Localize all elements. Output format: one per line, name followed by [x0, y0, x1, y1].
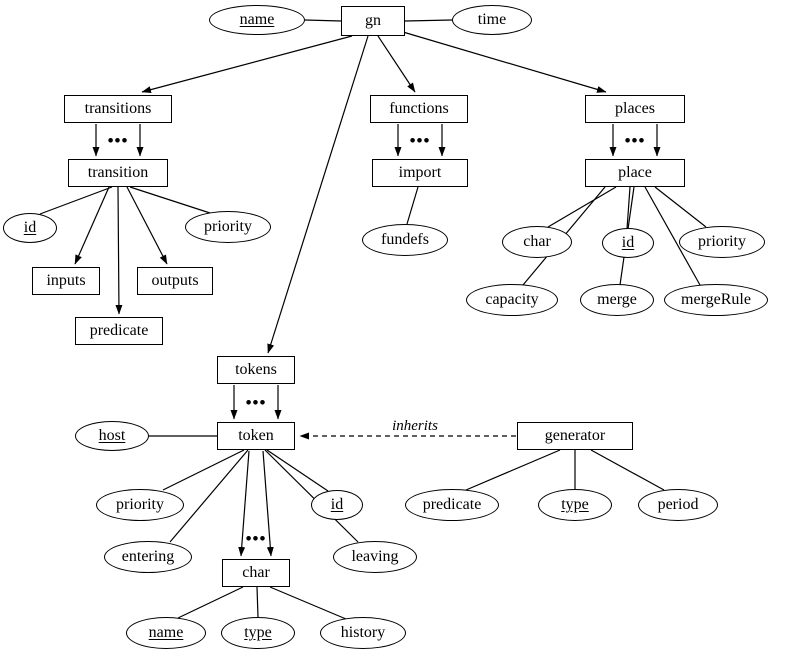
attribute-char-type: type — [221, 617, 295, 649]
ellipsis-dots: ••• — [624, 131, 646, 150]
entity-gn: gn — [341, 6, 405, 36]
attribute-token-id: id — [311, 490, 363, 520]
attribute-mergeRule: mergeRule — [664, 284, 768, 316]
entity-functions: functions — [370, 95, 468, 123]
attribute-token-priority: priority — [96, 489, 184, 521]
attribute-generator-type: type — [538, 489, 612, 521]
attribute-leaving: leaving — [333, 541, 417, 573]
entity-place: place — [585, 159, 685, 187]
entity-import: import — [372, 159, 468, 187]
inherits-label: inherits — [392, 418, 438, 434]
attribute-host: host — [75, 421, 149, 451]
entity-inputs: inputs — [32, 267, 100, 295]
attribute-entering: entering — [104, 541, 192, 573]
entity-transitions: transitions — [64, 95, 172, 123]
arrow-connectors — [74, 31, 661, 557]
attribute-fundefs: fundefs — [362, 224, 448, 256]
attribute-capacity: capacity — [466, 284, 558, 316]
entity-tokens: tokens — [217, 356, 295, 384]
attribute-time: time — [452, 5, 532, 35]
plain-connectors — [39, 19, 707, 620]
entity-transition: transition — [68, 159, 168, 187]
ellipsis-dots: ••• — [409, 131, 431, 150]
attribute-name-root: name — [209, 5, 305, 35]
entity-token: token — [217, 422, 295, 450]
attribute-merge: merge — [580, 284, 654, 316]
entity-outputs: outputs — [137, 267, 213, 295]
entity-char: char — [222, 559, 290, 587]
attribute-history: history — [320, 617, 406, 649]
entity-places: places — [585, 95, 685, 123]
attribute-generator-predicate: predicate — [405, 489, 499, 521]
attribute-char-name: name — [126, 617, 206, 649]
ellipsis-dots: ••• — [245, 529, 267, 548]
attribute-place-id: id — [602, 228, 654, 258]
attribute-period: period — [638, 489, 718, 521]
attribute-place-priority: priority — [679, 226, 765, 258]
entity-predicate: predicate — [75, 317, 163, 345]
attribute-transition-priority: priority — [185, 211, 271, 243]
entity-generator: generator — [517, 422, 633, 450]
ellipsis-dots: ••• — [245, 393, 267, 412]
attribute-transition-id: id — [3, 213, 57, 243]
attribute-place-char: char — [502, 226, 572, 258]
ellipsis-dots: ••• — [107, 131, 129, 150]
